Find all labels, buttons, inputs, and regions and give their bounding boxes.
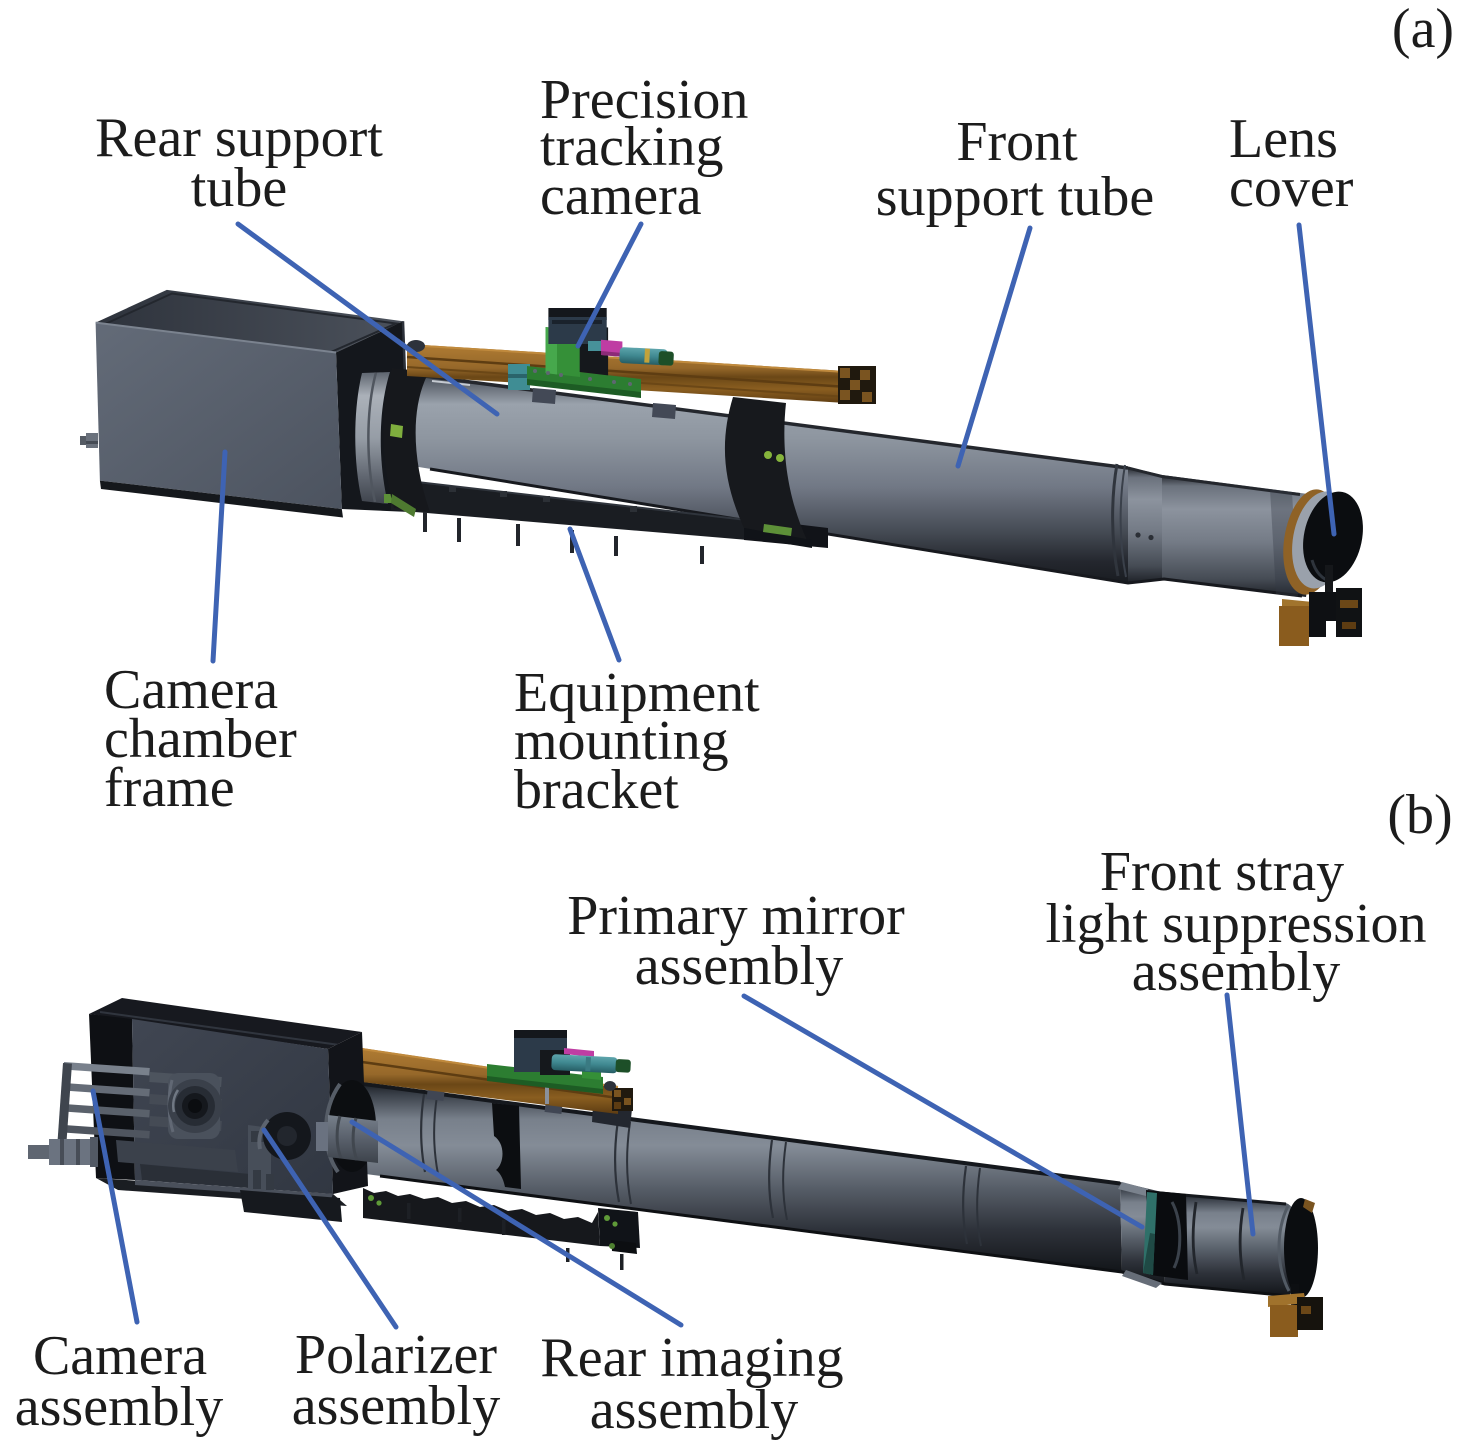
svg-text:camera: camera [540, 165, 702, 227]
svg-text:support tube: support tube [876, 166, 1154, 228]
svg-text:Rear support: Rear support [95, 107, 383, 169]
svg-text:tracking: tracking [540, 116, 723, 178]
svg-text:Camera: Camera [104, 659, 278, 721]
svg-text:Front: Front [956, 111, 1078, 173]
svg-text:assembly: assembly [1132, 941, 1340, 1003]
svg-text:assembly: assembly [590, 1379, 798, 1441]
svg-text:Primary mirror: Primary mirror [567, 885, 905, 947]
svg-text:assembly: assembly [15, 1376, 223, 1438]
svg-text:Camera: Camera [33, 1325, 207, 1387]
svg-text:frame: frame [104, 757, 235, 819]
svg-text:cover: cover [1229, 157, 1354, 219]
svg-text:chamber: chamber [104, 708, 297, 770]
svg-text:light suppression: light suppression [1045, 893, 1426, 955]
svg-text:bracket: bracket [514, 759, 679, 821]
svg-text:Rear imaging: Rear imaging [540, 1327, 843, 1389]
svg-text:Lens: Lens [1229, 108, 1338, 170]
svg-text:tube: tube [191, 157, 287, 219]
svg-text:assembly: assembly [292, 1375, 500, 1437]
svg-text:Polarizer: Polarizer [295, 1324, 497, 1386]
svg-text:(b): (b) [1387, 784, 1452, 846]
svg-text:mounting: mounting [514, 710, 729, 772]
svg-text:(a): (a) [1392, 0, 1454, 60]
svg-text:Equipment: Equipment [514, 662, 760, 724]
svg-text:Front stray: Front stray [1100, 841, 1344, 903]
svg-text:assembly: assembly [635, 935, 843, 997]
svg-text:Precision: Precision [540, 69, 748, 131]
